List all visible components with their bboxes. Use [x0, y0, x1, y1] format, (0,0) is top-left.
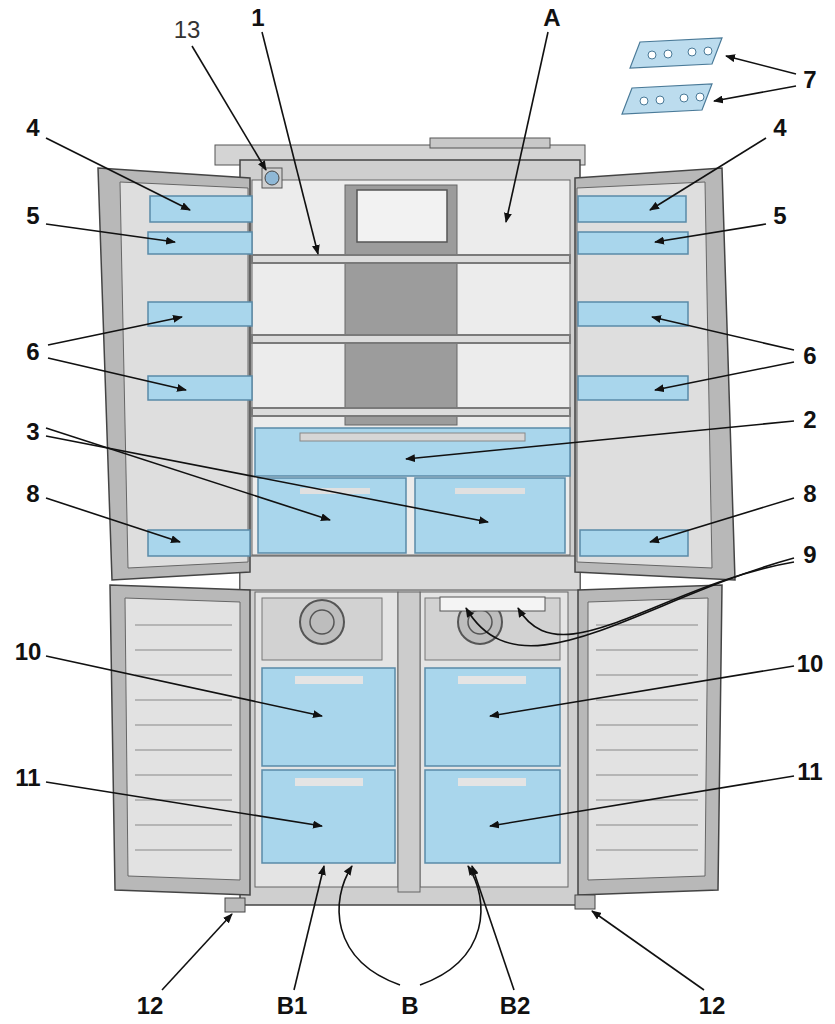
- callout-number: 11: [797, 760, 822, 784]
- callout-number: B1: [277, 994, 308, 1018]
- callout-number: 4: [26, 116, 39, 140]
- callout-number: 4: [773, 116, 786, 140]
- callout-number: 10: [15, 640, 42, 664]
- callout-number: 5: [773, 204, 786, 228]
- callout-number: 11: [15, 766, 40, 790]
- callout-number: 12: [699, 994, 726, 1018]
- callout-number: 8: [803, 482, 816, 506]
- callout-number: 7: [803, 68, 816, 92]
- callout-number: A: [543, 6, 560, 30]
- callout-number: 10: [797, 652, 824, 676]
- callout-number: 13: [174, 18, 201, 42]
- callout-number: B: [401, 994, 418, 1018]
- callout-number: 1: [251, 6, 264, 30]
- callout-number: B2: [500, 994, 531, 1018]
- callout-number: 2: [803, 408, 816, 432]
- callout-number: 5: [26, 204, 39, 228]
- callout-number: 6: [803, 344, 816, 368]
- callout-number: 9: [803, 543, 816, 567]
- callout-number: 6: [26, 340, 39, 364]
- callout-number: 3: [26, 420, 39, 444]
- callout-number: 12: [137, 994, 164, 1018]
- callout-number: 8: [26, 482, 39, 506]
